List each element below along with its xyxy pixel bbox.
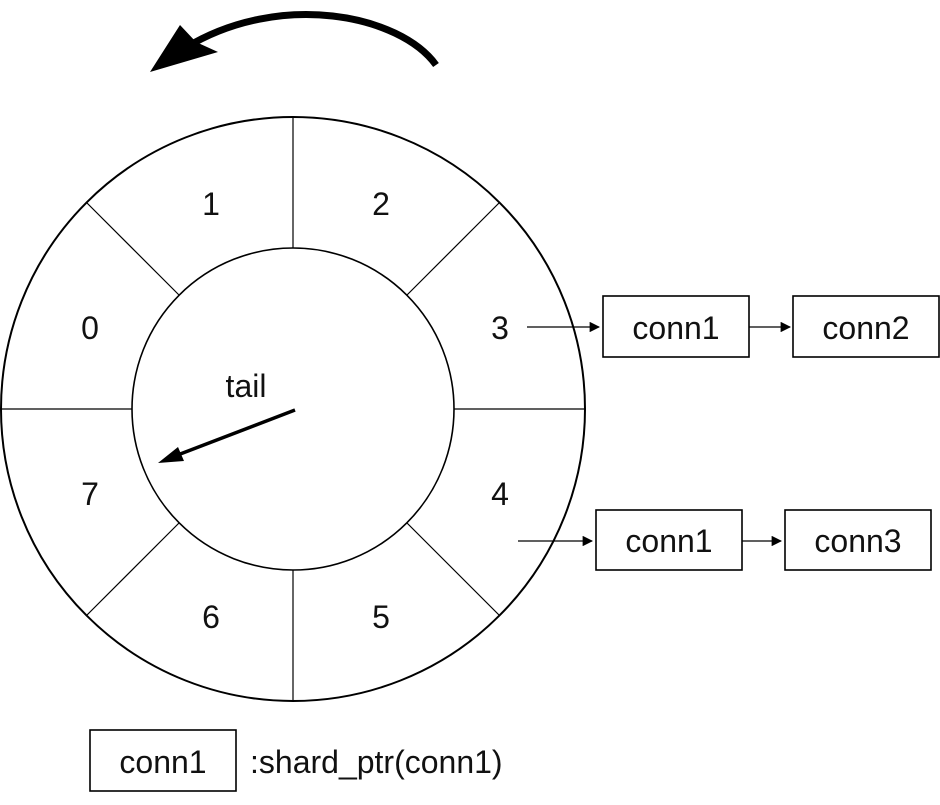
wheel: 0 1 2 3 4 5 6 7 tail — [0, 116, 586, 702]
slot-label-5: 5 — [372, 599, 390, 635]
tail-label: tail — [226, 368, 267, 404]
slot-label-6: 6 — [202, 599, 220, 635]
slot3-chain: conn1 conn2 — [527, 295, 940, 358]
legend-text: :shard_ptr(conn1) — [250, 744, 503, 780]
divider-top-right — [406, 202, 500, 296]
legend: conn1 :shard_ptr(conn1) — [89, 729, 503, 792]
divider-bottom-left — [86, 522, 180, 616]
slot-label-3: 3 — [491, 310, 509, 346]
slot3-node-1-label: conn1 — [632, 310, 719, 346]
slot3-node-2-label: conn2 — [822, 310, 909, 346]
divider-top-left — [86, 202, 180, 296]
slot-label-4: 4 — [491, 476, 509, 512]
slot3-node-2 — [792, 295, 940, 358]
rotation-arrow — [150, 11, 439, 72]
divider-bottom-right — [406, 522, 500, 616]
slot-label-7: 7 — [81, 476, 99, 512]
slot4-node-2-label: conn3 — [814, 523, 901, 559]
slot4-node-1-label: conn1 — [625, 523, 712, 559]
slot-label-0: 0 — [81, 310, 99, 346]
slot-label-2: 2 — [372, 186, 390, 222]
slot4-node-2 — [784, 509, 932, 571]
legend-box — [89, 729, 237, 792]
legend-box-label: conn1 — [119, 744, 206, 780]
slot-label-1: 1 — [202, 186, 220, 222]
tail-pointer-arrow — [158, 408, 296, 463]
slot4-node-1 — [595, 509, 743, 571]
slot4-chain: conn1 conn3 — [518, 509, 932, 571]
